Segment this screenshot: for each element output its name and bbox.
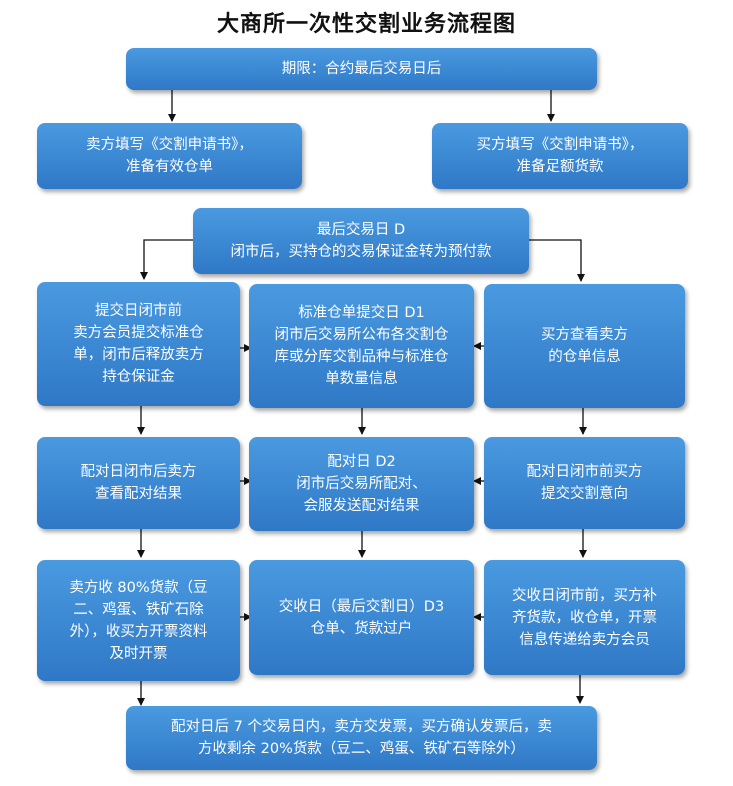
std-warrant-day-text: 标准仓单提交日 D1 闭市后交易所公布各交割仓 库或分库交割品种与标准仓 单数量… [274,305,449,387]
buyer-pay-box: 交收日闭市前，买方补 齐货款，收仓单，开票 信息传递给卖方会员 [484,560,685,675]
seller-fill-box: 卖方填写《交割申请书》， 准备有效仓单 [37,123,302,189]
delivery-day-text: 交收日（最后交割日）D3 仓单、货款过户 [278,598,445,637]
arrow-lastday-buyerview [529,239,585,282]
match-day-text: 配对日 D2 闭市后交易所配对、 会服发送配对结果 [296,454,427,514]
buyer-fill-text: 买方填写《交割申请书》， 准备足额货款 [476,137,644,175]
seller-fill-text: 卖方填写《交割申请书》， 准备有效仓单 [86,137,253,175]
buyer-view-box: 买方查看卖方 的仓单信息 [484,284,685,408]
final-box: 配对日后 7 个交易日内，卖方交发票，买方确认发票后，卖 方收剩余 20%货款（… [126,706,597,770]
buyer-intent-text: 配对日闭市前买方 提交交割意向 [526,464,643,502]
std-warrant-day-box: 标准仓单提交日 D1 闭市后交易所公布各交割仓 库或分库交割品种与标准仓 单数量… [249,284,474,408]
arrow-lastday-submit [140,239,193,280]
buyer-view-text: 买方查看卖方 的仓单信息 [541,327,628,365]
seller-match-box: 配对日闭市后卖方 查看配对结果 [37,437,240,529]
submit-day-box: 提交日闭市前 卖方会员提交标准仓 单，闭市后释放卖方 持仓保证金 [37,282,240,406]
buyer-intent-box: 配对日闭市前买方 提交交割意向 [484,437,685,529]
period-text: 期限：合约最后交易日后 [281,61,442,77]
last-trade-day-text: 最后交易日 D 闭市后，买持仓的交易保证金转为预付款 [230,222,492,260]
match-day-box: 配对日 D2 闭市后交易所配对、 会服发送配对结果 [249,437,474,531]
seller-match-text: 配对日闭市后卖方 查看配对结果 [80,464,197,502]
submit-day-text: 提交日闭市前 卖方会员提交标准仓 单，闭市后释放卖方 持仓保证金 [73,303,204,385]
buyer-fill-box: 买方填写《交割申请书》， 准备足额货款 [432,123,688,189]
buyer-pay-text: 交收日闭市前，买方补 齐货款，收仓单，开票 信息传递给卖方会员 [512,587,657,648]
period-box: 期限：合约最后交易日后 [126,48,597,90]
last-trade-day-box: 最后交易日 D 闭市后，买持仓的交易保证金转为预付款 [193,208,529,274]
delivery-day-box: 交收日（最后交割日）D3 仓单、货款过户 [249,560,474,675]
page-title: 大商所一次性交割业务流程图 [216,11,516,37]
final-text: 配对日后 7 个交易日内，卖方交发票，买方确认发票后，卖 方收剩余 20%货款（… [171,719,552,757]
seller-receive-box: 卖方收 80%货款（豆 二、鸡蛋、铁矿石除 外），收买方开票资料 及时开票 [37,560,240,681]
seller-receive-text: 卖方收 80%货款（豆 二、鸡蛋、铁矿石除 外），收买方开票资料 及时开票 [69,579,208,662]
